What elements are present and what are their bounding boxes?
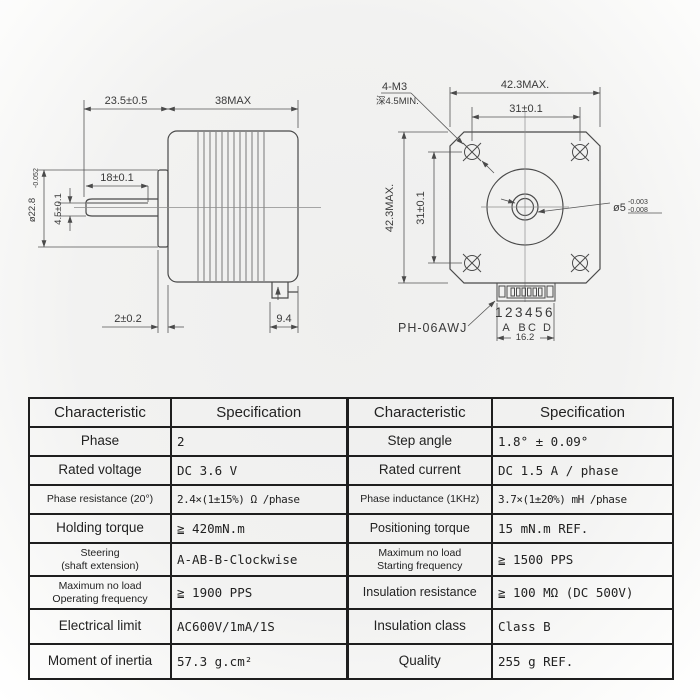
- moment-of-inertia-value: 57.3 g.cm²: [170, 643, 348, 680]
- row-holding-positioning: Holding torque ≧ 420mN.m Positioning tor…: [28, 513, 674, 544]
- starting-frequency-label-line1: Maximum no load: [378, 547, 462, 560]
- label-pin-a: A: [502, 322, 510, 334]
- steering-label: Steering (shaft extension): [28, 542, 172, 577]
- dim-width-max: 42.3MAX.: [501, 79, 549, 91]
- phase-inductance-label: Phase inductance (1KHz): [345, 484, 493, 515]
- pilot-boss: [157, 169, 169, 248]
- header-characteristic-right: Characteristic: [345, 397, 493, 428]
- label-hole-depth: 深4.5MIN.: [376, 96, 419, 107]
- operating-frequency-label-line2: Operating frequency: [52, 592, 148, 605]
- starting-frequency-value: ≧ 1500 PPS: [491, 542, 674, 577]
- starting-frequency-label-line2: Starting frequency: [377, 559, 463, 572]
- label-pin-d: D: [543, 322, 551, 334]
- rated-current-label: Rated current: [345, 455, 493, 486]
- header-specification-right: Specification: [491, 397, 674, 428]
- phase-resistance-label: Phase resistance (20°): [28, 484, 172, 515]
- phase-value: 2: [170, 426, 348, 457]
- header-characteristic-left: Characteristic: [28, 397, 172, 428]
- dim-hole-spacing-v: 31±0.1: [415, 191, 427, 225]
- insulation-class-value: Class B: [491, 608, 674, 645]
- moment-of-inertia-label: Moment of inertia: [28, 643, 172, 680]
- quality-label: Quality: [345, 643, 493, 680]
- dim-shaft-tol-lower: -0.008: [628, 207, 648, 214]
- steering-value: A-AB-B-Clockwise: [170, 542, 348, 577]
- row-voltage-current: Rated voltage DC 3.6 V Rated current DC …: [28, 455, 674, 486]
- quality-value: 255 g REF.: [491, 643, 674, 680]
- electrical-limit-label: Electrical limit: [28, 608, 172, 645]
- dim-flat-depth: 4.5±0.1: [53, 193, 64, 225]
- dim-shaft-tol-upper: -0.003: [628, 199, 648, 206]
- positioning-torque-value: 15 mN.m REF.: [491, 513, 674, 544]
- row-steering-startfreq: Steering (shaft extension) A-AB-B-Clockw…: [28, 542, 674, 577]
- rated-voltage-value: DC 3.6 V: [170, 455, 348, 486]
- front-view-dimensions: [381, 87, 662, 341]
- operating-frequency-label-line1: Maximum no load: [58, 580, 142, 593]
- motor-body-front: [449, 131, 601, 284]
- dim-pilot-tolerance: -0.052: [33, 168, 40, 188]
- technical-drawing: 23.5±0.5 38MAX 18±0.1 4.5±0.1 ø22.8 -0.0…: [27, 79, 662, 343]
- rated-voltage-label: Rated voltage: [28, 455, 172, 486]
- phase-label: Phase: [28, 426, 172, 457]
- label-connector-model: PH-06AWJ: [398, 321, 467, 335]
- dim-pilot-diameter: ø22.8: [27, 198, 38, 222]
- rated-current-value: DC 1.5 A / phase: [491, 455, 674, 486]
- table-header-row: Characteristic Specification Characteris…: [28, 397, 674, 428]
- row-inertia-quality: Moment of inertia 57.3 g.cm² Quality 255…: [28, 643, 674, 680]
- phase-resistance-value: 2.4×(1±15%) Ω /phase: [170, 484, 348, 515]
- insulation-resistance-value: ≧ 100 MΩ (DC 500V): [491, 575, 674, 610]
- label-pin-b: B: [518, 322, 525, 334]
- mounting-holes: [462, 142, 590, 273]
- dim-shaft-diameter: ø5: [613, 202, 626, 214]
- operating-frequency-label: Maximum no load Operating frequency: [28, 575, 172, 610]
- step-angle-label: Step angle: [345, 426, 493, 457]
- holding-torque-label: Holding torque: [28, 513, 172, 544]
- steering-label-line1: Steering: [80, 547, 120, 560]
- motor-ribs: [197, 132, 265, 281]
- positioning-torque-label: Positioning torque: [345, 513, 493, 544]
- specification-table: Characteristic Specification Characteris…: [28, 397, 674, 680]
- label-pin-c: C: [528, 322, 536, 334]
- header-specification-left: Specification: [170, 397, 348, 428]
- dim-connector-width: 16.2: [516, 332, 535, 343]
- side-view: 23.5±0.5 38MAX 18±0.1 4.5±0.1 ø22.8 -0.0…: [27, 95, 321, 333]
- holding-torque-value: ≧ 420mN.m: [170, 513, 348, 544]
- dim-connector-depth: 9.4: [276, 313, 291, 325]
- dim-height-max: 42.3MAX.: [384, 184, 396, 232]
- motor-body-side: [167, 130, 299, 283]
- steering-label-line2: (shaft extension): [61, 559, 139, 572]
- dim-shaft-length: 23.5±0.5: [105, 95, 148, 107]
- starting-frequency-label: Maximum no load Starting frequency: [345, 542, 493, 577]
- row-phase-stepangle: Phase 2 Step angle 1.8° ± 0.09°: [28, 426, 674, 457]
- electrical-limit-value: AC600V/1mA/1S: [170, 608, 348, 645]
- row-electrical-class: Electrical limit AC600V/1mA/1S Insulatio…: [28, 608, 674, 645]
- row-opfreq-insulation: Maximum no load Operating frequency ≧ 19…: [28, 575, 674, 610]
- dim-flat-length: 18±0.1: [100, 172, 134, 184]
- connector-front: [496, 282, 556, 302]
- front-view: 4-M3 深4.5MIN. 42.3MAX. 31±0.1 42.3MAX. 3…: [376, 79, 662, 343]
- phase-inductance-value: 3.7×(1±20%) mH /phase: [491, 484, 674, 515]
- row-resistance-inductance: Phase resistance (20°) 2.4×(1±15%) Ω /ph…: [28, 484, 674, 515]
- connector-stub-side: [271, 282, 298, 300]
- step-angle-value: 1.8° ± 0.09°: [491, 426, 674, 457]
- insulation-resistance-label: Insulation resistance: [345, 575, 493, 610]
- dim-boss-thickness: 2±0.2: [114, 313, 141, 325]
- side-view-dimensions: [38, 100, 299, 333]
- dim-body-length: 38MAX: [215, 95, 252, 107]
- dim-hole-spacing-h: 31±0.1: [509, 103, 543, 115]
- label-pin-numbers: 123456: [495, 305, 555, 320]
- label-mounting-holes: 4-M3: [382, 81, 407, 93]
- insulation-class-label: Insulation class: [345, 608, 493, 645]
- operating-frequency-value: ≧ 1900 PPS: [170, 575, 348, 610]
